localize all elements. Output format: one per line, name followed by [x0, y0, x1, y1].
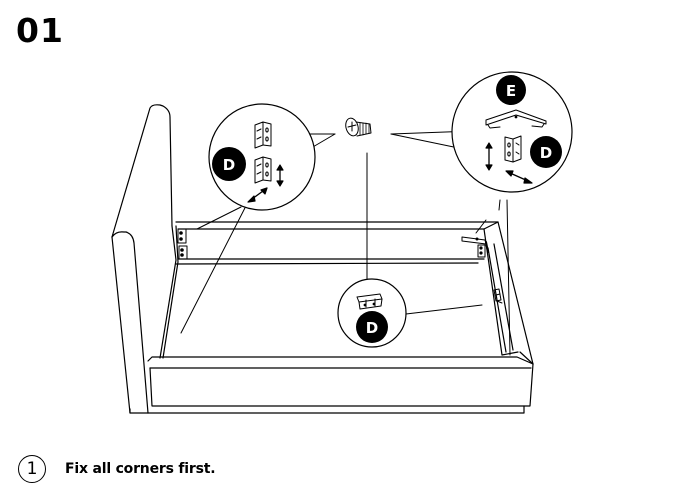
part-label-d-right: D	[530, 136, 562, 168]
instruction-item: 1 Fix all corners first.	[18, 455, 216, 483]
part-label-d-center: D	[356, 311, 388, 343]
step-number: 01	[16, 11, 64, 50]
back-rail	[175, 221, 499, 265]
callout-left	[208, 103, 316, 211]
svg-text:D: D	[223, 156, 235, 174]
part-label-e: E	[496, 75, 526, 105]
part-label-d-left: D	[212, 147, 246, 181]
left-side-panel	[111, 104, 179, 414]
left-corner-brackets	[177, 228, 188, 260]
instruction-number: 1	[18, 455, 46, 483]
right-side-rail	[483, 221, 534, 365]
leader-lines	[180, 130, 511, 356]
right-corner-brackets	[461, 236, 489, 258]
screw-icon	[345, 117, 372, 137]
side-rail-bracket	[493, 288, 503, 304]
svg-text:D: D	[540, 144, 552, 162]
front-rail	[129, 356, 534, 414]
svg-text:E: E	[506, 82, 516, 100]
instruction-text: Fix all corners first.	[65, 461, 216, 477]
svg-text:D: D	[366, 319, 378, 337]
